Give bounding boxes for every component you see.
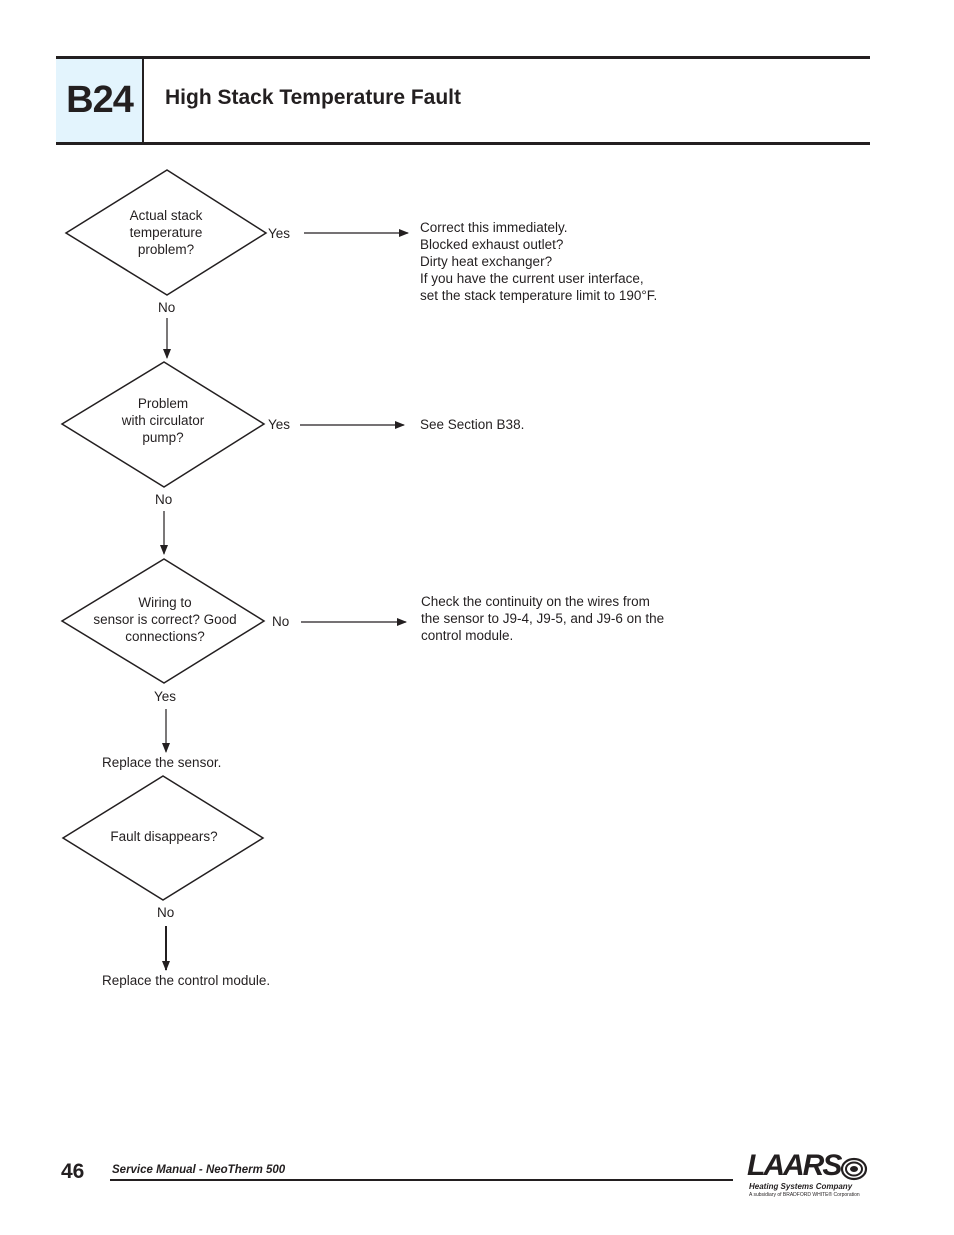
logo-tagline: Heating Systems Company [749, 1182, 853, 1191]
page-title: High Stack Temperature Fault [165, 86, 462, 109]
decision-2-text: Problem with circulator pump? [121, 396, 205, 445]
decision-diamond-2 [60, 361, 266, 488]
decision-diamond-1 [64, 169, 268, 296]
decision-1-text: Actual stack temperature problem? [129, 208, 203, 257]
decision-4-text: Fault disappears? [110, 829, 218, 844]
decision-2-yes-label: Yes [268, 417, 291, 432]
laars-logo: LAARS Heating Systems Company A subsidia… [747, 1149, 872, 1201]
decision-2-yes-result: See Section B38. [420, 417, 525, 432]
logo-wordmark: LAARS [747, 1149, 842, 1182]
decision-3-yes-label: Yes [154, 689, 177, 704]
decision-1-yes-result: Correct this immediately. Blocked exhaus… [420, 220, 658, 303]
step-replace-control-module: Replace the control module. [102, 973, 271, 988]
page-number: 46 [61, 1160, 85, 1183]
decision-4-no-label: No [157, 905, 175, 920]
decision-3-text: Wiring to sensor is correct? Good connec… [93, 595, 237, 644]
header-top-rule [56, 56, 870, 59]
step-replace-sensor: Replace the sensor. [102, 755, 222, 770]
decision-1-no-label: No [158, 300, 176, 315]
decision-3-no-result: Check the continuity on the wires from t… [421, 594, 665, 643]
section-code: B24 [66, 79, 134, 121]
decision-2-no-label: No [155, 492, 173, 507]
decision-1-yes-label: Yes [268, 226, 291, 241]
logo-subsidiary-text: A subsidiary of BRADFORD WHITE® Corporat… [749, 1192, 860, 1198]
decision-3-no-label: No [272, 614, 290, 629]
logo-swirl-icon [840, 1157, 868, 1181]
decision-diamond-4 [61, 775, 265, 901]
header-bottom-rule [56, 142, 870, 145]
footer-rule [110, 1179, 733, 1181]
section-code-box [56, 59, 143, 142]
decision-diamond-3 [60, 558, 266, 684]
header-divider [142, 59, 144, 142]
footer-manual-title: Service Manual - NeoTherm 500 [112, 1164, 286, 1176]
